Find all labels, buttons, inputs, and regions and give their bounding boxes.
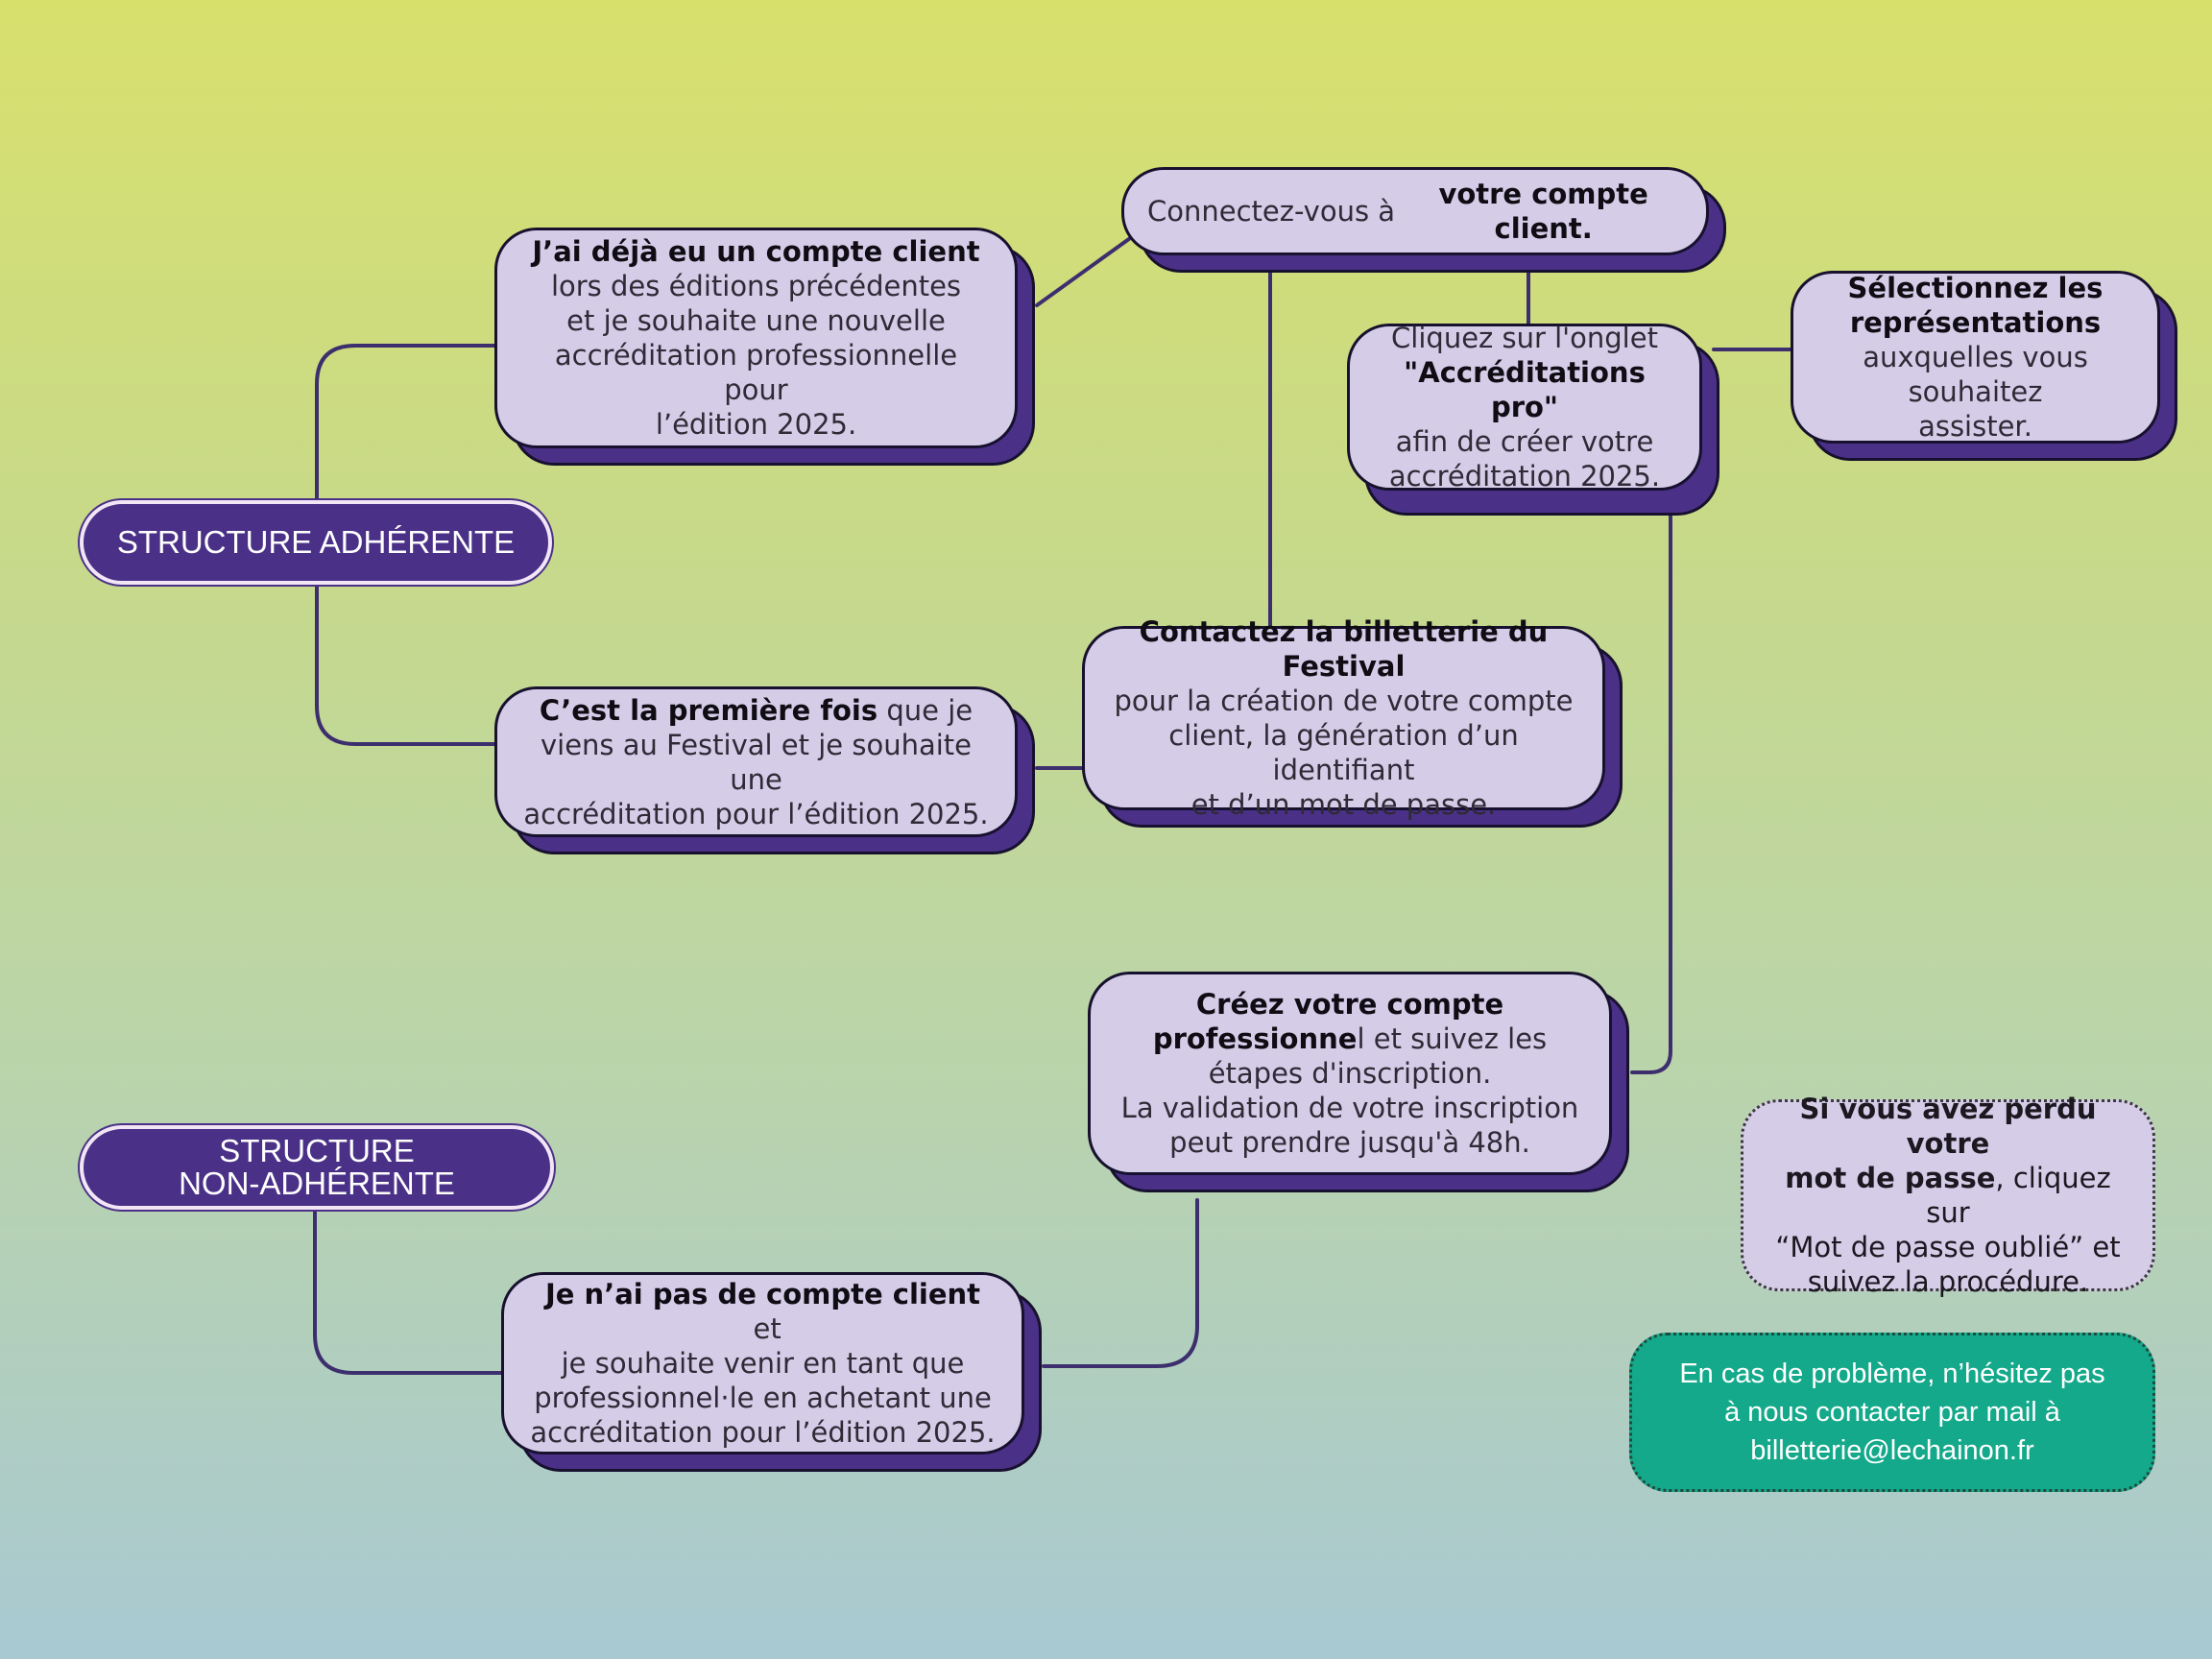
box-deja-compte: J’ai déjà eu un compte client lors des é…	[494, 228, 1035, 466]
connector-adherente-premiere	[315, 584, 496, 746]
connector-deja-connectez	[1035, 234, 1135, 307]
box-creez-compte: Créez votre compte professionnel et suiv…	[1088, 972, 1629, 1192]
box-selectionnez: Sélectionnez les représentations auxquel…	[1791, 271, 2177, 461]
connector-cliquez-creez	[1630, 512, 1672, 1074]
box-connectez: Connectez-vous à votre compte client.	[1121, 167, 1726, 273]
box-contactez-billetterie: Contactez la billetterie du Festival pou…	[1082, 615, 1623, 828]
structure-non-adherente-label: STRUCTURE NON-ADHÉRENTE	[80, 1125, 554, 1210]
connector-pascompte-creez	[1042, 1198, 1199, 1368]
contact-box: En cas de problème, n’hésitez pas à nous…	[1629, 1333, 2155, 1492]
connector-adherente-deja	[315, 344, 496, 501]
note-mot-de-passe: Si vous avez perdu votre mot de passe, c…	[1741, 1093, 2155, 1298]
box-premiere-fois: C’est la première fois que je viens au F…	[494, 686, 1035, 854]
structure-adherente-label: STRUCTURE ADHÉRENTE	[80, 500, 552, 585]
box-pas-de-compte: Je n’ai pas de compte client et je souha…	[501, 1272, 1042, 1472]
contact-email-link[interactable]: billetterie@lechainon.fr	[1750, 1435, 2034, 1466]
box-cliquez-onglet: Cliquez sur l'onglet "Accréditations pro…	[1347, 322, 1719, 516]
connector-nonadherente-pascompte	[313, 1206, 503, 1375]
